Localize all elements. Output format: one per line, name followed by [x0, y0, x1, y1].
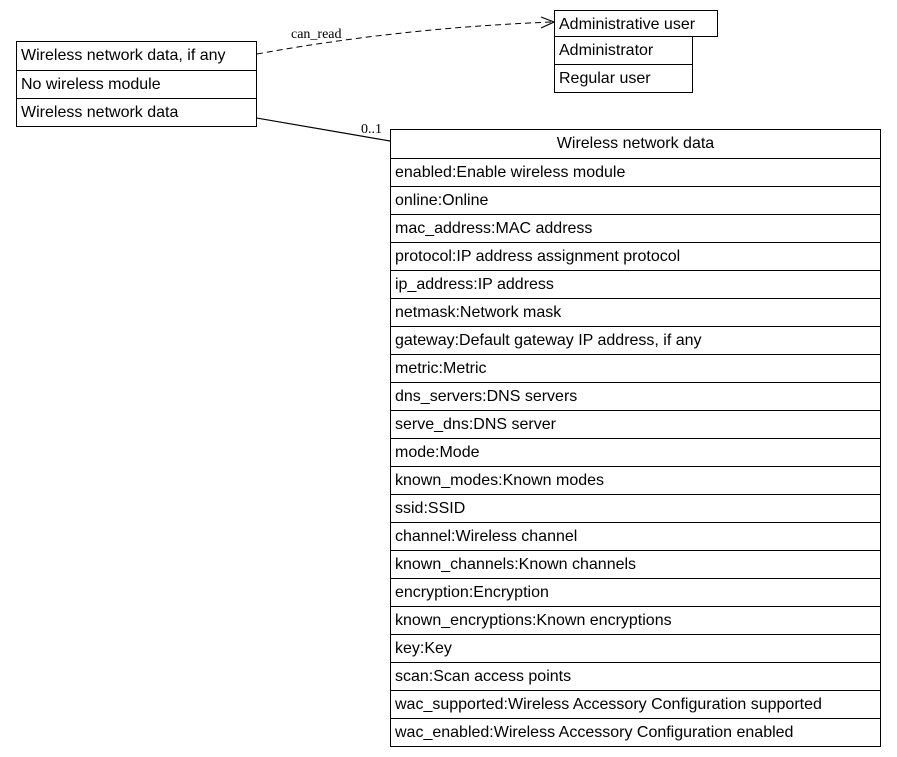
left-class-title: Wireless network data, if any: [21, 47, 226, 64]
user-class-item: Administrator: [554, 37, 693, 65]
wireless-attribute: serve_dns:DNS server: [391, 410, 880, 438]
wireless-attribute: known_channels:Known channels: [391, 550, 880, 578]
user-class-box[interactable]: Administrative user Administrator Regula…: [554, 10, 718, 93]
can-read-label: can_read: [291, 27, 342, 42]
user-class-item: Regular user: [554, 65, 693, 93]
wireless-attribute: channel:Wireless channel: [391, 522, 880, 550]
wireless-attribute: ssid:SSID: [391, 494, 880, 522]
wireless-attribute: wac_supported:Wireless Accessory Configu…: [391, 690, 880, 718]
multiplicity-label: 0..1: [361, 122, 382, 137]
wireless-class-box[interactable]: Wireless network data enabled:Enable wir…: [390, 129, 881, 747]
left-class-item: Wireless network data: [17, 98, 256, 126]
wireless-attribute: enabled:Enable wireless module: [391, 158, 880, 186]
left-class-item: No wireless module: [17, 70, 256, 98]
user-class-title: Administrative user: [554, 10, 718, 37]
wireless-attribute: gateway:Default gateway IP address, if a…: [391, 326, 880, 354]
left-class-box[interactable]: Wireless network data, if any No wireles…: [16, 41, 257, 127]
wireless-attribute: wac_enabled:Wireless Accessory Configura…: [391, 718, 880, 746]
wireless-attribute: dns_servers:DNS servers: [391, 382, 880, 410]
wireless-class-title: Wireless network data: [556, 135, 715, 152]
wireless-attribute: online:Online: [391, 186, 880, 214]
wireless-attribute: ip_address:IP address: [391, 270, 880, 298]
wireless-attribute: known_encryptions:Known encryptions: [391, 606, 880, 634]
wireless-attribute: scan:Scan access points: [391, 662, 880, 690]
wireless-attribute: netmask:Network mask: [391, 298, 880, 326]
composition-line: [244, 115, 391, 142]
wireless-attribute: metric:Metric: [391, 354, 880, 382]
wireless-attribute: key:Key: [391, 634, 880, 662]
wireless-attribute: mode:Mode: [391, 438, 880, 466]
wireless-attribute: mac_address:MAC address: [391, 214, 880, 242]
wireless-attribute: protocol:IP address assignment protocol: [391, 242, 880, 270]
wireless-attribute: encryption:Encryption: [391, 578, 880, 606]
wireless-attribute: known_modes:Known modes: [391, 466, 880, 494]
